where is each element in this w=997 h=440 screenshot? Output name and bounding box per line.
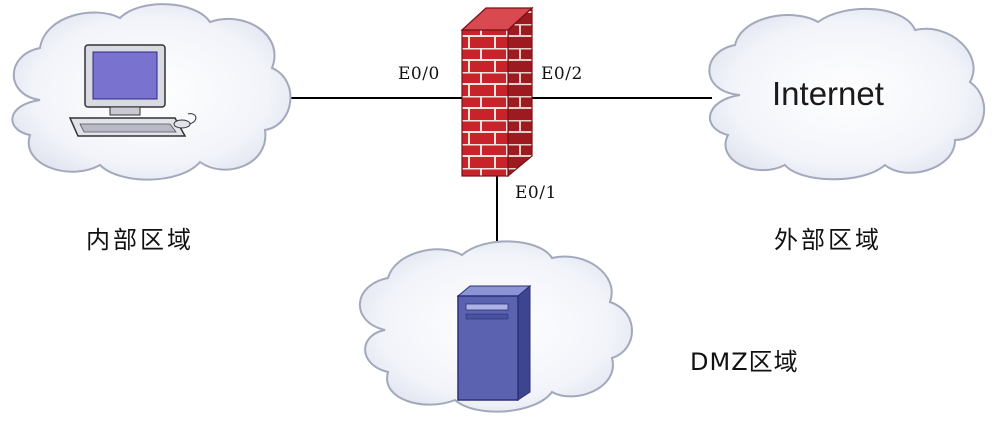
server-tower-icon bbox=[456, 284, 532, 401]
internet-cloud bbox=[708, 7, 986, 181]
internet-label: Internet bbox=[772, 75, 884, 112]
zone-label-internal: 内部区域 bbox=[86, 226, 194, 254]
firewall-brick-icon bbox=[460, 6, 534, 178]
port-label-e02: E0/2 bbox=[541, 64, 583, 84]
port-label-e01: E0/1 bbox=[515, 183, 557, 203]
zone-label-external: 外部区域 bbox=[774, 226, 882, 254]
zone-label-dmz: DMZ区域 bbox=[690, 348, 799, 376]
desktop-computer-icon bbox=[68, 44, 197, 137]
port-label-e00: E0/0 bbox=[398, 64, 440, 84]
